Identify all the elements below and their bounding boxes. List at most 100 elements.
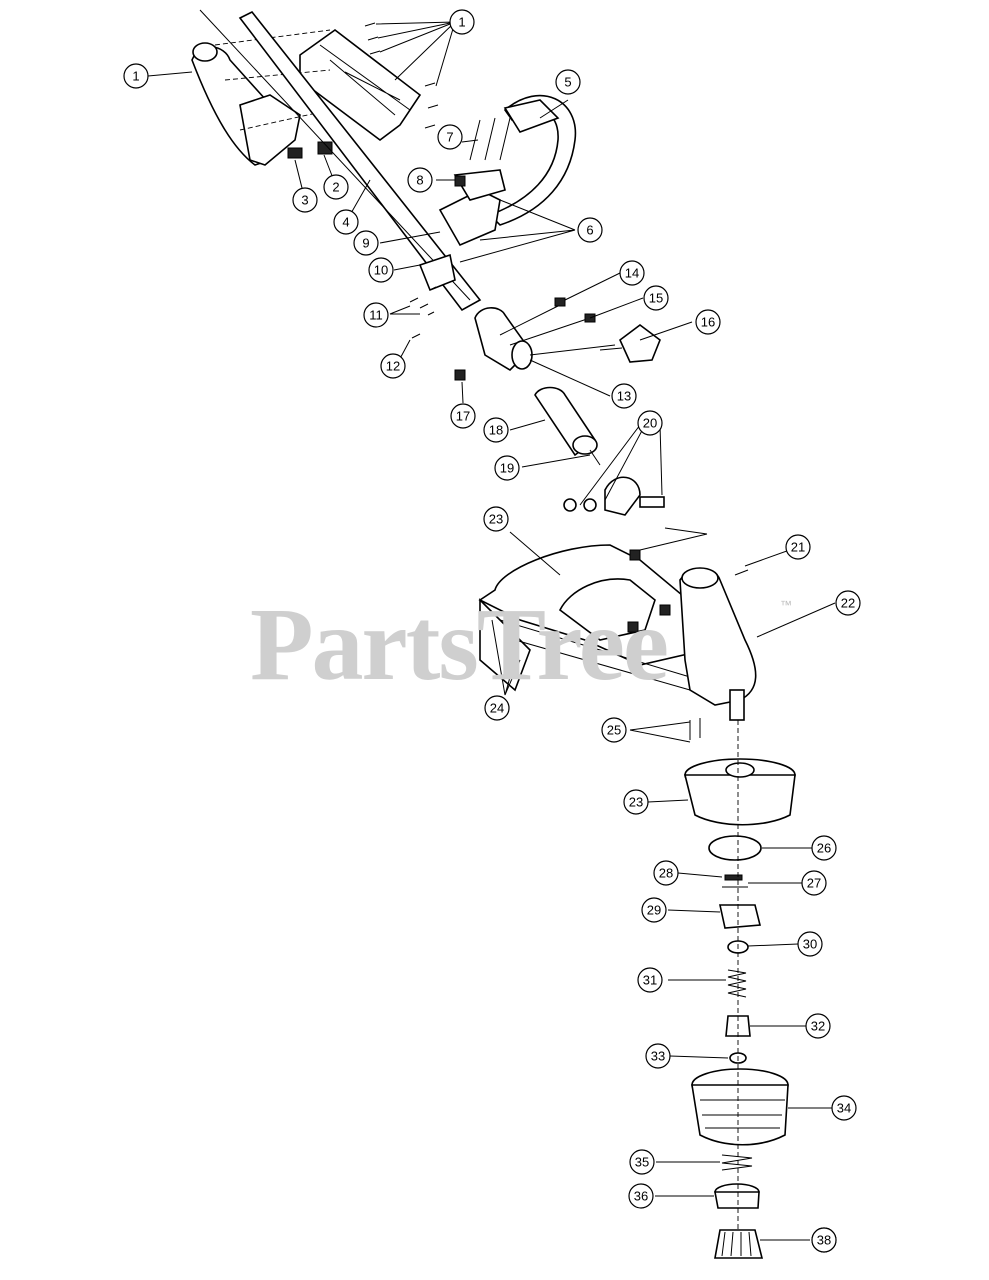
callout-number: 16	[701, 315, 715, 330]
callout-8: 8	[407, 167, 433, 193]
callout-number: 10	[374, 263, 388, 278]
callout-3: 3	[292, 187, 318, 213]
callout-number: 5	[564, 75, 571, 90]
retainer-washer	[724, 874, 743, 881]
rear-grip-assembly	[191, 29, 422, 166]
callout-number: 18	[489, 423, 503, 438]
callout-25: 25	[601, 717, 627, 743]
callout-7: 7	[437, 124, 463, 150]
callout-31: 31	[637, 967, 663, 993]
loop-handle	[488, 94, 577, 226]
callout-24: 24	[484, 695, 510, 721]
callout-34: 34	[831, 1095, 857, 1121]
callout-number: 4	[342, 215, 349, 230]
callout-number: 20	[643, 416, 657, 431]
callout-number: 38	[817, 1233, 831, 1248]
callout-1: 1	[123, 63, 149, 89]
callout-labels: 1123456789101112131415161718192021222324…	[123, 9, 861, 1253]
callout-16: 16	[695, 309, 721, 335]
callout-12: 12	[380, 353, 406, 379]
shaft-coupler	[454, 297, 616, 381]
callout-number: 27	[807, 876, 821, 891]
callout-number: 21	[791, 540, 805, 555]
callout-13: 13	[611, 383, 637, 409]
callout-number: 14	[625, 266, 639, 281]
callout-number: 26	[817, 841, 831, 856]
callout-number: 22	[841, 596, 855, 611]
callout-30: 30	[797, 931, 823, 957]
callout-number: 32	[811, 1019, 825, 1034]
callout-23: 23	[483, 506, 509, 532]
callout-number: 13	[617, 389, 631, 404]
callout-22: 22	[835, 590, 861, 616]
lower-shaft-sleeve	[534, 386, 601, 466]
callout-number: 9	[362, 236, 369, 251]
callout-number: 29	[647, 903, 661, 918]
callout-number: 12	[386, 359, 400, 374]
callout-number: 17	[456, 409, 470, 424]
callout-14: 14	[619, 260, 645, 286]
callout-15: 15	[643, 285, 669, 311]
callout-number: 1	[458, 15, 465, 30]
washer-ring	[708, 835, 762, 861]
watermark: PartsTree	[250, 587, 669, 702]
eyelet-housing	[714, 1183, 760, 1209]
callout-number: 19	[500, 461, 514, 476]
callout-20: 20	[637, 410, 663, 436]
callout-number: 7	[446, 130, 453, 145]
handle-bracket	[418, 117, 511, 292]
callout-11: 11	[363, 302, 389, 328]
line-spool	[691, 1068, 789, 1146]
callout-36: 36	[628, 1183, 654, 1209]
callout-23: 23	[623, 789, 649, 815]
bump-knob	[714, 1229, 764, 1259]
cam-housing	[719, 904, 762, 929]
callout-number: 31	[643, 973, 657, 988]
callout-number: 11	[369, 308, 383, 323]
gear-head	[679, 567, 757, 740]
callout-21: 21	[785, 534, 811, 560]
callout-10: 10	[368, 257, 394, 283]
grip-screws	[364, 21, 456, 129]
callout-28: 28	[653, 860, 679, 886]
callout-number: 30	[803, 937, 817, 952]
callout-26: 26	[811, 835, 837, 861]
callout-38: 38	[811, 1227, 837, 1253]
callout-number: 28	[659, 866, 673, 881]
callout-number: 6	[586, 223, 593, 238]
callout-1: 1	[449, 9, 475, 35]
callout-6: 6	[577, 217, 603, 243]
spring	[727, 969, 747, 998]
callout-2: 2	[323, 174, 349, 200]
callout-number: 33	[651, 1049, 665, 1064]
callout-number: 2	[332, 180, 339, 195]
leader-lines	[147, 71, 836, 1241]
callout-number: 15	[649, 291, 663, 306]
callout-number: 3	[301, 193, 308, 208]
callout-number: 34	[837, 1101, 851, 1116]
callout-29: 29	[641, 897, 667, 923]
callout-5: 5	[555, 69, 581, 95]
spool-spring	[721, 1154, 753, 1171]
callout-18: 18	[483, 417, 509, 443]
shield-clamp	[563, 476, 665, 516]
callout-number: 23	[489, 512, 503, 527]
callout-number: 23	[629, 795, 643, 810]
spool-cover	[683, 758, 796, 826]
callout-number: 8	[416, 173, 423, 188]
callout-9: 9	[353, 230, 379, 256]
callout-19: 19	[494, 455, 520, 481]
callout-32: 32	[805, 1013, 831, 1039]
small-screws	[409, 286, 437, 339]
clamp-knob	[599, 324, 661, 363]
callout-number: 25	[607, 723, 621, 738]
callout-17: 17	[450, 403, 476, 429]
watermark-trademark: ™	[780, 598, 792, 612]
callout-number: 1	[132, 69, 139, 84]
callout-number: 36	[634, 1189, 648, 1204]
callout-number: 24	[490, 701, 504, 716]
callout-35: 35	[629, 1149, 655, 1175]
callout-33: 33	[645, 1043, 671, 1069]
callout-number: 35	[635, 1155, 649, 1170]
